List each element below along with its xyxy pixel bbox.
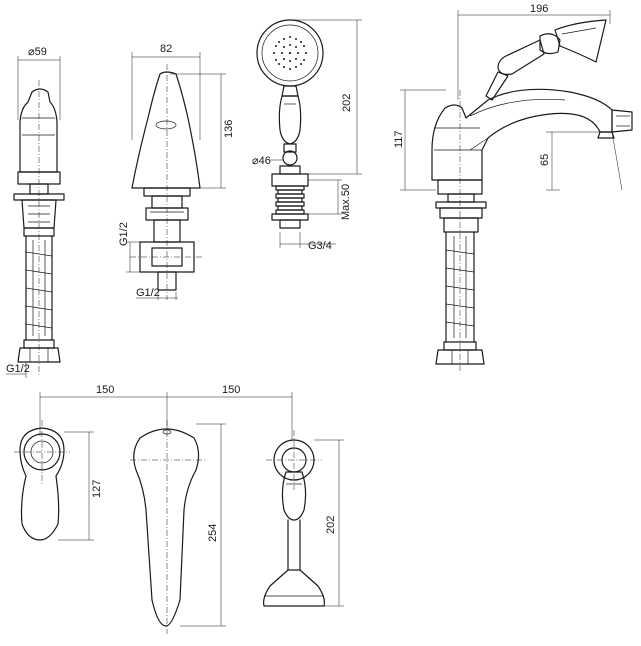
dimension-handshower-202: 202 xyxy=(341,94,353,112)
dimension-thread-g12-horizontal: G1/2 xyxy=(136,287,160,299)
dimension-height-65: 65 xyxy=(539,154,551,166)
dimension-thread-g34: G3/4 xyxy=(308,240,332,252)
dimension-height-136: 136 xyxy=(223,120,235,138)
dimension-width-196: 196 xyxy=(530,3,548,15)
dimension-width-82: 82 xyxy=(160,43,172,55)
spout-top-view xyxy=(130,420,206,634)
hand-shower-top-view xyxy=(263,430,325,607)
valve-handle-side-view xyxy=(6,56,65,378)
dimension-spacing-150-right: 150 xyxy=(222,384,240,396)
dimension-depth-202: 202 xyxy=(325,516,337,534)
valve-handle-top-view xyxy=(14,420,70,541)
dimension-depth-254: 254 xyxy=(207,524,219,542)
dimension-depth-127: 127 xyxy=(91,480,103,498)
dimension-thread-g12-vertical: G1/2 xyxy=(118,222,130,246)
spout-side-view xyxy=(400,10,633,372)
plan-view xyxy=(14,392,344,634)
dimension-max-50: Max.50 xyxy=(340,184,352,220)
spout-front-view xyxy=(126,52,226,300)
dimension-diameter-46: ⌀46 xyxy=(252,155,271,167)
dimension-thread-g12-valve: G1/2 xyxy=(6,363,30,375)
hand-shower-view xyxy=(256,19,362,248)
dimension-height-117: 117 xyxy=(393,130,405,148)
spray-nozzles-icon xyxy=(273,36,307,70)
dimension-diameter-59: ⌀59 xyxy=(28,46,47,58)
dimension-spacing-150-left: 150 xyxy=(96,384,114,396)
